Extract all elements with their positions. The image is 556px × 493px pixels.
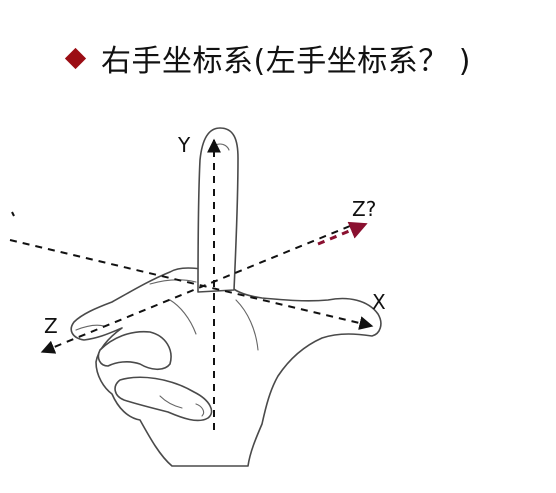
z-axis-line [40,225,351,354]
palm-crease-1 [149,279,197,285]
z-question-arrow [317,221,368,246]
x-axis-label: X [372,290,386,314]
stray-mark [11,211,15,217]
slide-title: 右手坐标系(左手坐标系？ ) [101,44,471,79]
ring-finger-nail [195,403,205,417]
slide-title-row: 右手坐标系(左手坐标系？ ) [64,34,471,82]
z-axis-label: Z [44,314,58,338]
axes-group [9,138,374,430]
index-finger-outline [197,127,239,293]
y-axis-label: Y [177,133,191,157]
thumb-crease [75,324,105,331]
palm-crease-3 [235,299,259,351]
x-axis-line [9,239,374,330]
z-question-label: Z? [352,197,376,221]
knuckle-crease [159,395,183,409]
hand-palm-outline [70,267,382,467]
middle-finger-outline [97,330,172,371]
hand-illustration [70,127,382,467]
palm-crease-2 [169,299,197,335]
